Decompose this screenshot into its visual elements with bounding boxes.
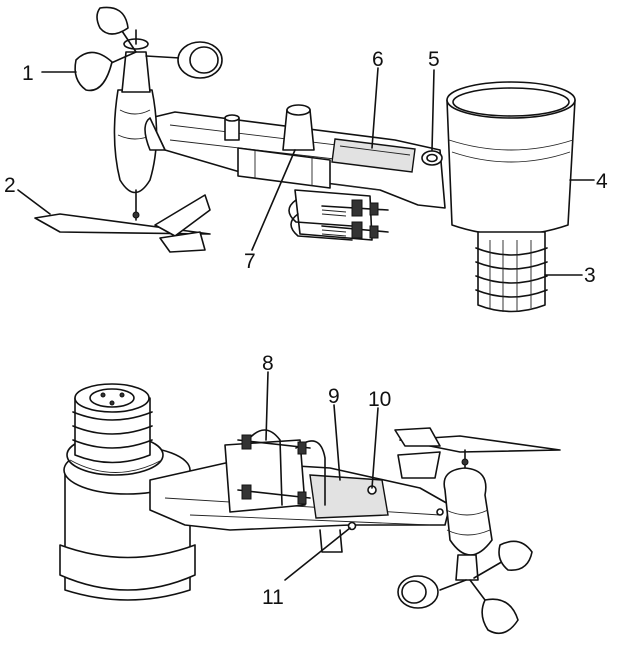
callout-2: 2	[4, 174, 16, 197]
battery-door	[309, 474, 389, 519]
callout-1: 1	[22, 62, 34, 85]
thermo-hygro-shield	[475, 231, 548, 313]
anemometer-cups	[74, 6, 223, 92]
callout-11: 11	[262, 586, 284, 609]
arm-joint	[144, 117, 166, 151]
callout-6: 6	[372, 48, 384, 71]
callout-9: 9	[328, 385, 340, 408]
rear-anemometer-cups	[397, 540, 533, 635]
top-view-sensor-assembly	[17, 6, 595, 313]
rain-gauge	[446, 81, 576, 236]
rear-thermo-hygro-shield	[72, 383, 153, 464]
callout-4: 4	[596, 170, 608, 193]
callout-5: 5	[428, 48, 440, 71]
bubble-level	[421, 150, 443, 166]
callout-7: 7	[244, 250, 256, 273]
callout-10: 10	[368, 388, 391, 411]
top-leader-lines	[17, 67, 595, 276]
solar-panel	[331, 138, 416, 173]
mounting-bracket	[288, 189, 389, 241]
bottom-view-sensor-assembly	[59, 371, 561, 635]
callout-3: 3	[584, 264, 596, 287]
callout-8: 8	[262, 352, 274, 375]
callout-labels: 1 2 3 4 5 6 7 8 9 10 11	[4, 48, 608, 609]
rear-mounting-bracket	[224, 429, 326, 513]
wind-vane	[34, 189, 211, 253]
rear-wind-vane	[394, 427, 561, 479]
wind-speed-housing	[113, 29, 158, 194]
bottom-leader-lines	[265, 371, 379, 581]
rear-wind-speed-housing	[443, 467, 493, 581]
antenna	[224, 104, 315, 151]
